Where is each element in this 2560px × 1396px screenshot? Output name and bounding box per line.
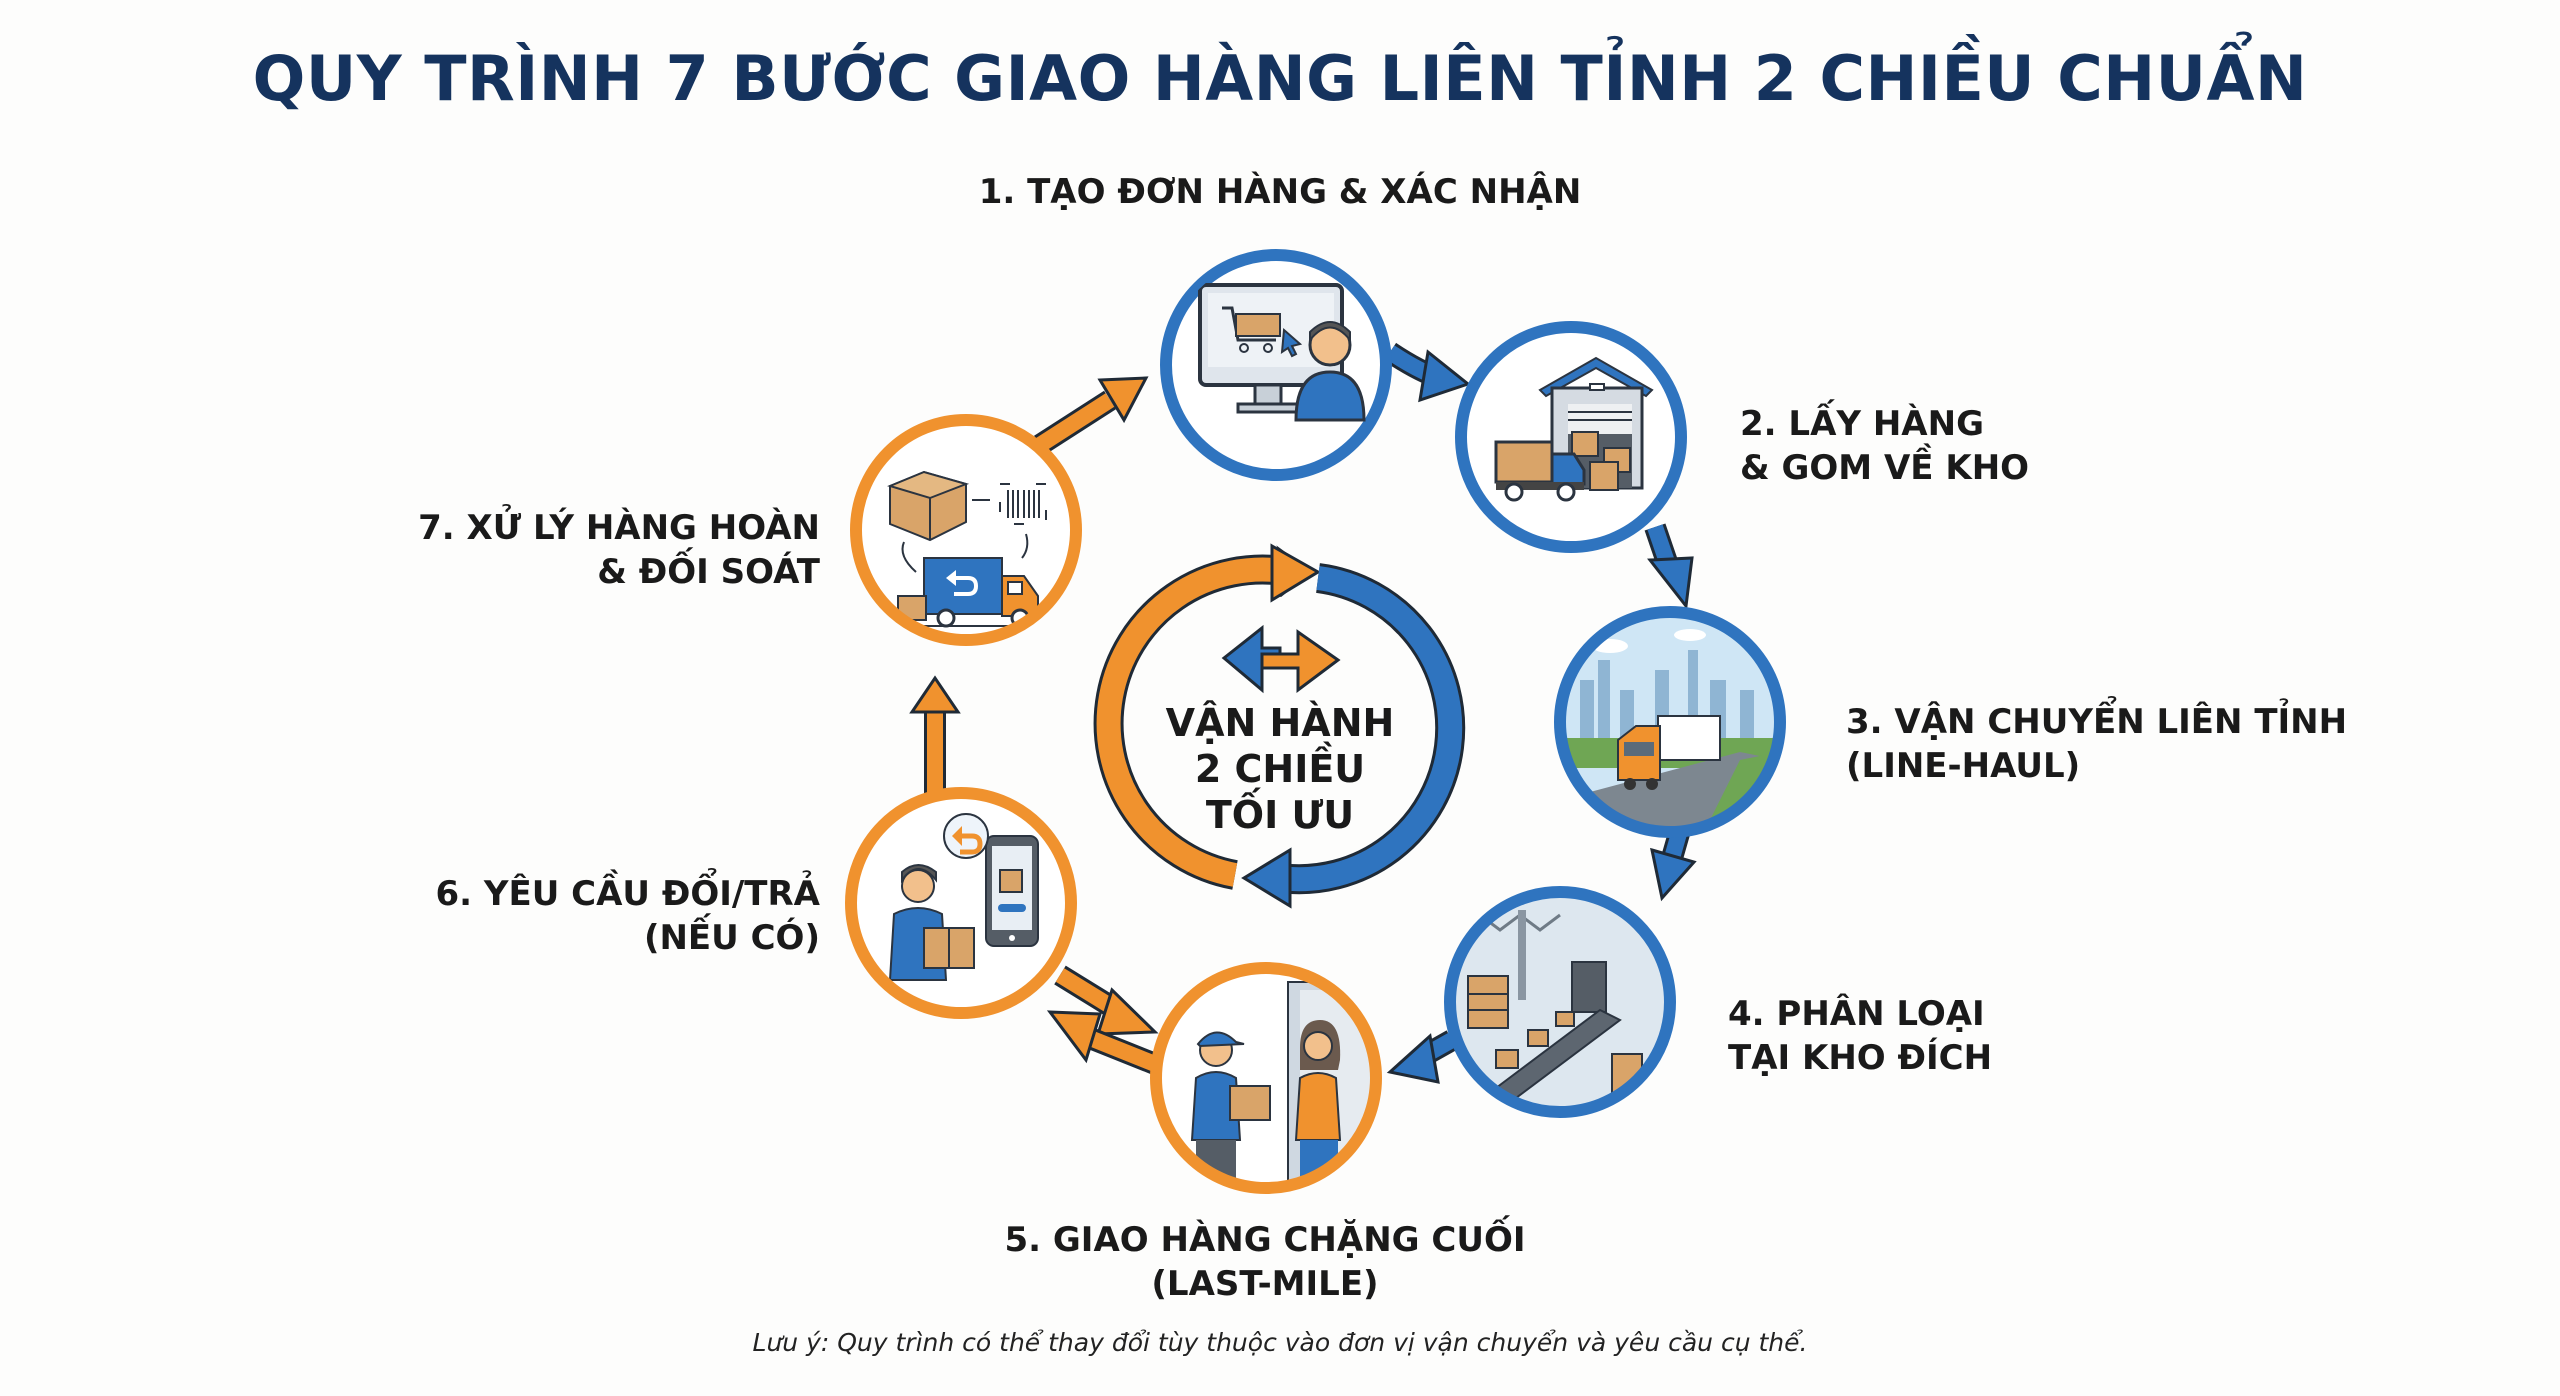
step-7-circle <box>850 414 1082 646</box>
step-4-label-line: 4. PHÂN LOẠI <box>1728 994 1985 1034</box>
step-2-label: 2. LẤY HÀNG & GOM VỀ KHO <box>1740 402 2140 490</box>
bidirectional-arrows-icon <box>1221 624 1341 694</box>
center-label-line: VẬN HÀNH <box>1165 701 1395 745</box>
center-cycle-icon <box>1093 543 1466 909</box>
footnote: Lưu ý: Quy trình có thể thay đổi tùy thu… <box>752 1328 1808 1357</box>
step-7-label-line: & ĐỐI SOÁT <box>597 552 820 592</box>
computer-cart-icon <box>1198 283 1366 422</box>
step-6-label-line: 6. YÊU CẦU ĐỔI/TRẢ <box>435 874 820 914</box>
center-label-line: TỐI ƯU <box>1205 793 1355 837</box>
step-5-label-line: (LAST-MILE) <box>1151 1264 1379 1304</box>
arrow-6-to-7 <box>909 675 961 795</box>
arrow-6-to-5 <box>1046 965 1165 1077</box>
arrow-3-to-4 <box>1650 826 1697 902</box>
step-5-label: 5. GIAO HÀNG CHẶNG CUỐI (LAST-MILE) <box>980 1218 1550 1306</box>
step-4-circle <box>1444 886 1676 1118</box>
page-title: QUY TRÌNH 7 BƯỚC GIAO HÀNG LIÊN TỈNH 2 C… <box>252 42 2308 115</box>
step-7-label-line: 7. XỬ LÝ HÀNG HOÀN <box>418 508 820 548</box>
step-3-label: 3. VẬN CHUYỂN LIÊN TỈNH (LINE-HAUL) <box>1846 700 2348 788</box>
step-2-label-line: & GOM VỀ KHO <box>1740 448 2030 488</box>
step-3-circle <box>1554 606 1786 838</box>
arrow-1-to-2 <box>1383 342 1472 403</box>
arrow-4-to-5 <box>1386 1030 1458 1084</box>
center-label-line: 2 CHIỀU <box>1194 747 1366 791</box>
step-4-label: 4. PHÂN LOẠI TẠI KHO ĐÍCH <box>1728 992 2128 1080</box>
conveyor-sorting-icon <box>1452 894 1668 1110</box>
return-request-icon <box>888 813 1039 981</box>
arrow-7-to-1 <box>1034 376 1149 455</box>
step-1-label: 1. TẠO ĐƠN HÀNG & XÁC NHẬN <box>960 170 1600 214</box>
step-6-label: 6. YÊU CẦU ĐỔI/TRẢ (NẾU CÓ) <box>380 872 820 960</box>
warehouse-truck-icon <box>1494 356 1654 502</box>
center-label: VẬN HÀNH 2 CHIỀU TỐI ƯU <box>1130 700 1430 838</box>
step-6-label-line: (NẾU CÓ) <box>643 918 820 958</box>
step-7-label: 7. XỬ LÝ HÀNG HOÀN & ĐỐI SOÁT <box>380 506 820 594</box>
step-3-label-line: 3. VẬN CHUYỂN LIÊN TỈNH <box>1846 702 2348 742</box>
step-1-label-line: 1. TẠO ĐƠN HÀNG & XÁC NHẬN <box>978 172 1582 212</box>
step-6-circle <box>845 787 1077 1019</box>
step-2-circle <box>1455 321 1687 553</box>
step-4-label-line: TẠI KHO ĐÍCH <box>1728 1038 1993 1078</box>
step-3-label-line: (LINE-HAUL) <box>1846 746 2081 786</box>
step-2-label-line: 2. LẤY HÀNG <box>1740 404 1984 444</box>
step-1-circle <box>1160 249 1392 481</box>
step-5-circle <box>1150 962 1382 1194</box>
step-5-label-line: 5. GIAO HÀNG CHẶNG CUỐI <box>1004 1220 1526 1260</box>
arrow-2-to-3 <box>1644 523 1694 610</box>
